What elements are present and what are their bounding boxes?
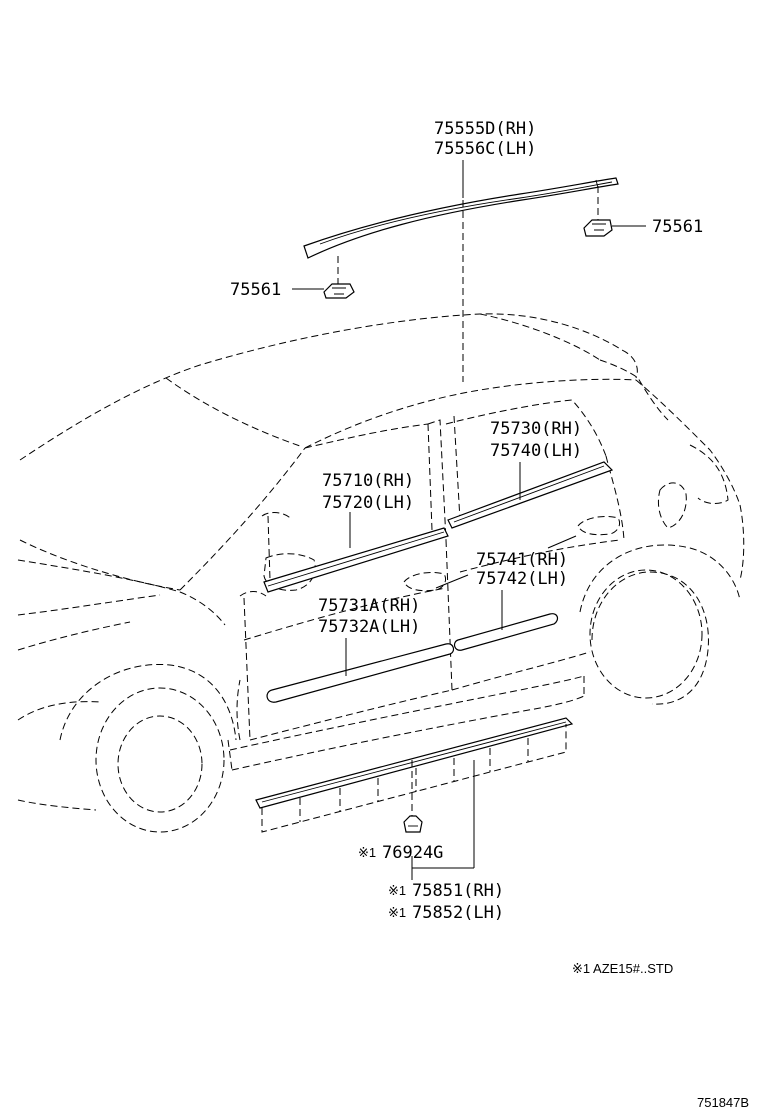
rear-door-side-rh-label: 75741(RH): [476, 550, 568, 570]
rocker-clip-part: [403, 815, 423, 833]
rear-door-belt-lh-label: 75740(LH): [490, 441, 582, 461]
front-door-side-molding: [266, 643, 455, 703]
rocker-clip-label: 76924G: [382, 843, 443, 863]
roof-molding-rh-label: 75555D(RH): [434, 119, 536, 139]
clip-left-label: 75561: [230, 280, 281, 300]
clip-right-label: 75561: [652, 217, 703, 237]
rocker-molding-lh-label: 75852(LH): [412, 903, 504, 923]
clip-right-part: [583, 219, 613, 237]
rocker-clip-mark: ※1: [358, 845, 376, 860]
front-door-belt-molding: [263, 527, 449, 593]
roof-drip-molding: [303, 177, 619, 259]
diagram-id: 751847B: [697, 1095, 749, 1110]
front-door-belt-lh-label: 75720(LH): [322, 493, 414, 513]
rear-door-belt-rh-label: 75730(RH): [490, 419, 582, 439]
roof-molding-lh-label: 75556C(LH): [434, 139, 536, 159]
rocker-molding-rh-label: 75851(RH): [412, 881, 504, 901]
clip-left-part: [323, 283, 355, 299]
footnote: ※1 AZE15#..STD: [572, 961, 673, 976]
rocker-panel-molding: [255, 717, 574, 833]
rear-door-side-molding: [453, 613, 559, 651]
rear-door-side-lh-label: 75742(LH): [476, 569, 568, 589]
front-door-belt-rh-label: 75710(RH): [322, 471, 414, 491]
front-door-side-lh-label: 75732A(LH): [318, 617, 420, 637]
rear-door-belt-molding: [447, 461, 614, 529]
front-door-side-rh-label: 75731A(RH): [318, 596, 420, 616]
rocker-molding-rh-mark: ※1: [388, 883, 406, 898]
car-body-outline: [17, 313, 745, 833]
rocker-molding-lh-mark: ※1: [388, 905, 406, 920]
